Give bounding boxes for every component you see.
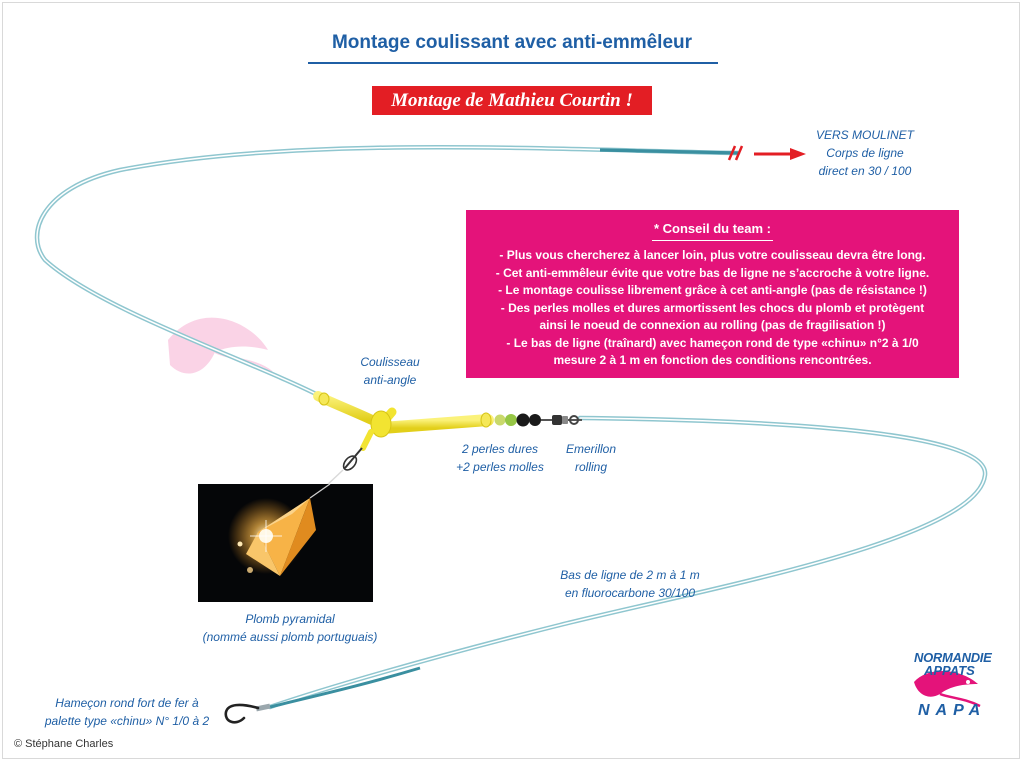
- advice-line: ainsi le noeud de connexion au rolling (…: [539, 318, 886, 332]
- hook-label-line-2: palette type «chinu» N° 1/0 à 2: [44, 714, 210, 728]
- line-cut-mark: [727, 145, 737, 161]
- hook-label: Hameçon rond fort de fer à palette type …: [32, 694, 222, 730]
- page-title: Montage coulissant avec anti-emmêleur: [331, 32, 693, 53]
- advice-title: * Conseil du team :: [651, 220, 774, 241]
- reel-label-line-1: VERS MOULINET: [815, 128, 914, 142]
- team-advice-box: * Conseil du team : - Plus vous chercher…: [466, 210, 959, 378]
- reel-label-line-3: direct en 30 / 100: [818, 164, 912, 178]
- leader-line: [267, 415, 988, 710]
- to-reel-arrow-icon: [754, 148, 806, 160]
- brand-line-2: APPATS: [924, 663, 975, 678]
- beads: [494, 413, 541, 427]
- coulisseau-label-line-1: Coulisseau: [360, 355, 420, 369]
- swivel-label-line-1: Emerillon: [565, 442, 616, 456]
- copyright-text: © Stéphane Charles: [14, 738, 114, 750]
- swivel-label: Emerillon rolling: [555, 440, 627, 476]
- reel-label-line-2: Corps de ligne: [826, 146, 904, 160]
- hook-label-line-1: Hameçon rond fort de fer à: [55, 696, 199, 710]
- brand-line-1: NORMANDIE: [914, 650, 992, 665]
- advice-line: - Le montage coulisse librement grâce à …: [498, 283, 927, 297]
- author-banner: Montage de Mathieu Courtin !: [372, 86, 652, 115]
- coulisseau-anti-angle: [313, 391, 494, 451]
- normandie-appats-logo: NORMANDIE APPATS NAPA: [908, 650, 992, 722]
- leader-label-line-1: Bas de ligne de 2 m à 1 m: [560, 568, 700, 582]
- beads-label-line-2: +2 perles molles: [456, 460, 544, 474]
- reel-label: VERS MOULINET Corps de ligne direct en 3…: [800, 126, 930, 180]
- advice-line: - Des perles molles et dures armortissen…: [500, 300, 925, 315]
- coulisseau-label-line-2: anti-angle: [363, 373, 417, 387]
- advice-line: - Le bas de ligne (traînard) avec hameço…: [506, 335, 919, 350]
- sinker-label: Plomb pyramidal (nommé aussi plomb portu…: [190, 610, 390, 646]
- advice-line: - Cet anti-emmêleur évite que votre bas …: [495, 265, 930, 280]
- coulisseau-label: Coulisseau anti-angle: [345, 353, 435, 389]
- swivel-label-line-2: rolling: [574, 460, 607, 474]
- beads-label: 2 perles dures +2 perles molles: [445, 440, 555, 476]
- sinker-label-line-1: Plomb pyramidal: [245, 612, 335, 626]
- beads-label-line-1: 2 perles dures: [461, 442, 539, 456]
- sinker-label-line-2: (nommé aussi plomb portuguais): [202, 630, 378, 644]
- brand-line-3: NAPA: [918, 702, 987, 719]
- circle-hook-icon: [224, 703, 271, 724]
- title-underline: [308, 62, 718, 64]
- advice-line: - Plus vous chercherez à lancer loin, pl…: [499, 248, 926, 262]
- leader-label: Bas de ligne de 2 m à 1 m en fluorocarbo…: [545, 566, 715, 602]
- pyramid-sinker-photo: [198, 484, 373, 602]
- advice-line: mesure 2 à 1 m en fonction des condition…: [553, 353, 872, 367]
- swivel-icon: [541, 415, 582, 425]
- leader-label-line-2: en fluorocarbone 30/100: [564, 586, 696, 600]
